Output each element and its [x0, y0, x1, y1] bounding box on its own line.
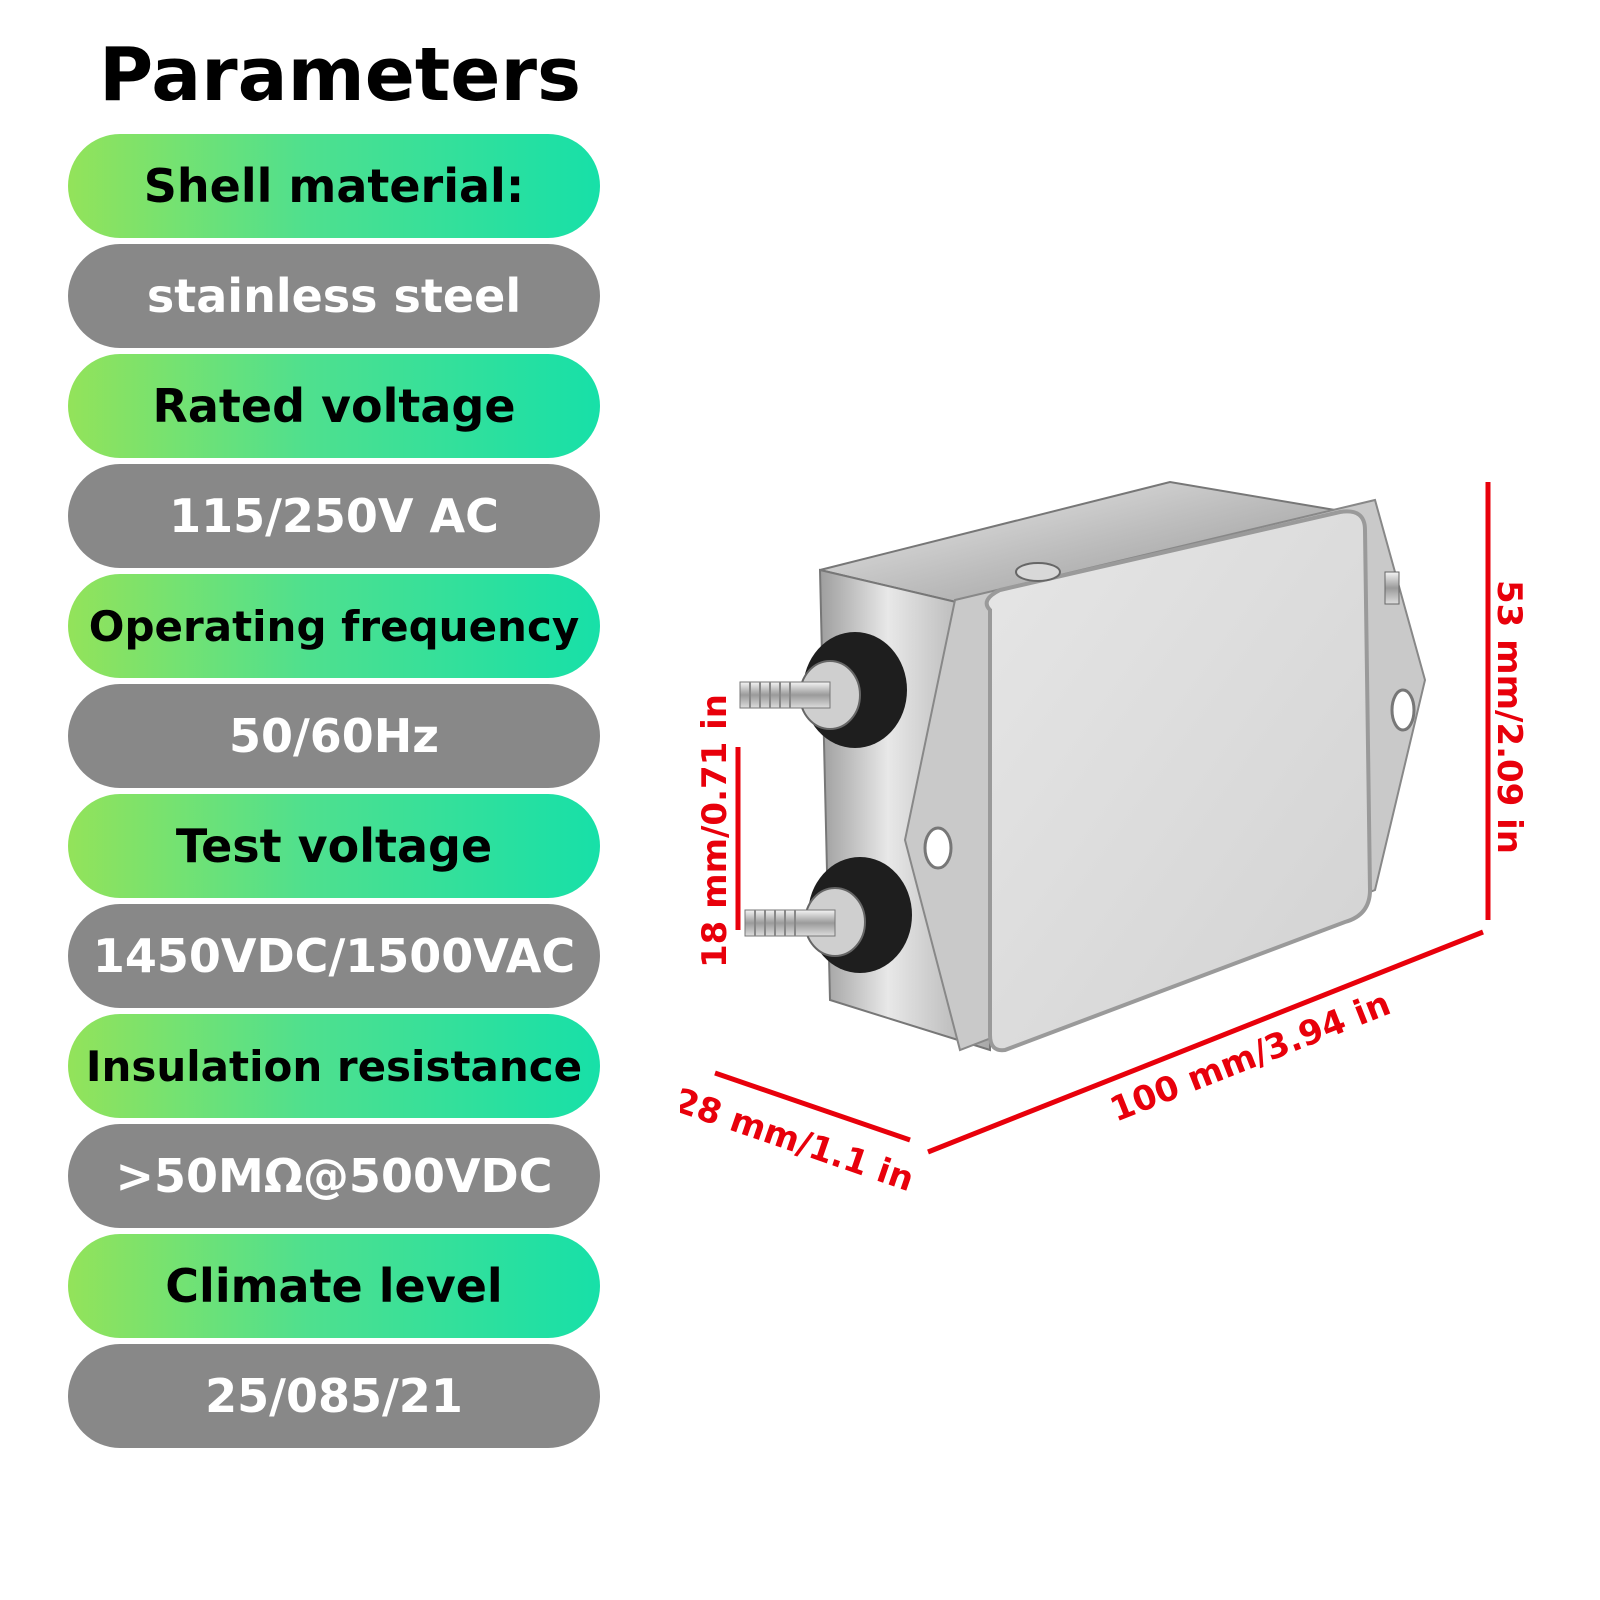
filter-body: [818, 480, 1427, 1053]
depth-dimension-line: [714, 1070, 911, 1143]
depth-dimension-label: 28 mm/1.1 in: [680, 1081, 919, 1200]
page-title: Parameters: [98, 32, 581, 118]
terminal-bottom: [744, 857, 912, 973]
terminal-spacing-dimension-label: 18 mm/0.71 in: [695, 694, 735, 968]
param-label-insulation-resistance: Insulation resistance: [68, 1014, 600, 1118]
dimension-lines: [714, 482, 1491, 1155]
length-dimension-line: [927, 929, 1484, 1155]
param-label-rated-voltage: Rated voltage: [68, 354, 600, 458]
param-value-rated-voltage: 115/250V AC: [68, 464, 600, 568]
height-dimension-label: 53 mm/2.09 in: [1489, 580, 1529, 854]
param-value-test-voltage: 1450VDC/1500VAC: [68, 904, 600, 1008]
param-value-climate-level: 25/085/21: [68, 1344, 600, 1448]
param-label-test-voltage: Test voltage: [68, 794, 600, 898]
param-value-insulation-resistance: >50MΩ@500VDC: [68, 1124, 600, 1228]
param-label-operating-frequency: Operating frequency: [68, 574, 600, 678]
terminal-top: [739, 632, 907, 748]
param-label-shell-material: Shell material:: [68, 134, 600, 238]
product-illustration: 53 mm/2.09 in 18 mm/0.71 in 100 mm/3.94 …: [680, 480, 1529, 1200]
param-value-operating-frequency: 50/60Hz: [68, 684, 600, 788]
param-label-climate-level: Climate level: [68, 1234, 600, 1338]
length-dimension-label: 100 mm/3.94 in: [1105, 984, 1396, 1131]
param-value-shell-material: stainless steel: [68, 244, 600, 348]
